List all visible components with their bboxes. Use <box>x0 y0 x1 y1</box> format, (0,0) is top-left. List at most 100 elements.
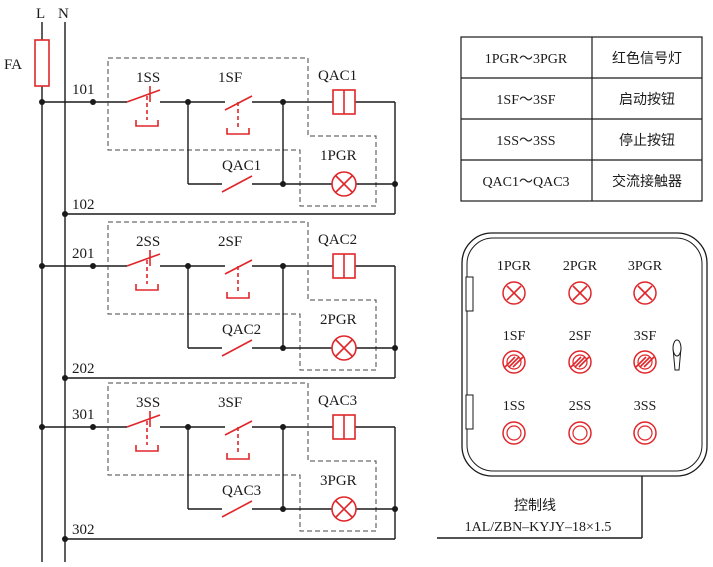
cable-spec: 1AL/ZBN–KYJY–18×1.5 <box>465 520 612 535</box>
start-button-label: 2SF <box>218 234 242 250</box>
contactor-label: QAC1 <box>318 68 357 84</box>
junction-dot <box>62 211 68 217</box>
stop-button-label: 3SS <box>136 395 160 411</box>
legend-code-lamps: 1PGR～3PGR <box>485 52 568 67</box>
stop-button-label: 1SS <box>136 70 160 86</box>
node-out-label: 102 <box>72 197 95 213</box>
junction-dot <box>39 99 45 105</box>
aux-contact-label: QAC3 <box>222 483 261 499</box>
panel-device-label: 1SS <box>503 399 526 414</box>
junction-dot <box>62 375 68 381</box>
panel-lamp-cross <box>637 285 653 301</box>
panel-device-label: 2SF <box>569 329 592 344</box>
junction-dot <box>39 424 45 430</box>
panel-lamp-cross <box>506 285 522 301</box>
panel-stop-button-inner <box>637 425 653 441</box>
node-in-label: 201 <box>72 246 95 262</box>
start-button-head <box>226 128 250 135</box>
panel-start-hatch <box>635 356 647 368</box>
panel-device-label: 1PGR <box>497 259 532 274</box>
panel-start-1: 1SF <box>502 329 526 374</box>
lamp-cross <box>335 339 353 357</box>
junction-dot <box>39 263 45 269</box>
stop-contact <box>126 89 161 103</box>
node-in-label: 101 <box>72 82 95 98</box>
device-enclosure <box>107 382 377 532</box>
panel-start-hatch <box>639 356 651 368</box>
aux-contact <box>221 175 253 193</box>
junction-dot <box>90 424 96 430</box>
device-enclosure <box>107 57 377 207</box>
neutral-bus-label: N <box>58 6 69 22</box>
fuse-symbol <box>34 39 50 87</box>
panel-start-3: 3SF <box>633 329 657 374</box>
panel-device-label: 2PGR <box>563 259 598 274</box>
panel-lamp-1: 1PGR <box>497 259 532 305</box>
panel-start-hatch <box>578 356 590 368</box>
panel-start-hatch <box>504 356 516 368</box>
node-in-label: 301 <box>72 407 95 423</box>
junction-dot <box>62 536 68 542</box>
start-button-head <box>226 453 250 460</box>
start-button-label: 1SF <box>218 70 242 86</box>
line-bus-label: L <box>36 6 45 22</box>
lamp-cross <box>335 175 353 193</box>
panel-stop-button-inner <box>572 425 588 441</box>
panel-start-hatch <box>512 356 524 368</box>
start-button-head <box>226 292 250 299</box>
panel-device-label: 3PGR <box>628 259 663 274</box>
device-enclosure <box>107 221 377 371</box>
panel-start-hatch <box>574 356 586 368</box>
panel-device-label: 3SS <box>634 399 657 414</box>
panel-handle-icon <box>672 339 682 371</box>
stop-contact <box>126 414 161 428</box>
legend-code-contactor: QAC1～QAC3 <box>482 175 569 190</box>
legend-desc-contactor: 交流接触器 <box>612 173 682 190</box>
panel-device-label: 1SF <box>503 329 526 344</box>
junction-dot <box>90 263 96 269</box>
legend-desc-start: 启动按钮 <box>619 92 675 108</box>
lamp-label: 3PGR <box>320 473 357 489</box>
contactor-label: QAC2 <box>318 232 357 248</box>
panel-hinge-bottom <box>465 394 474 430</box>
start-button-label: 3SF <box>218 395 242 411</box>
panel-start-hatch <box>643 356 655 368</box>
lamp-label: 1PGR <box>320 148 357 164</box>
junction-dot <box>90 99 96 105</box>
panel-lamp-3: 3PGR <box>628 259 663 305</box>
panel-stop-button-inner <box>506 425 522 441</box>
control-panel: 1PGR 2PGR 3PGR 1SF 2SF 3SF 1SS 2SS 3SS 控制线 1AL/Z… <box>437 232 708 539</box>
panel-hinge-top <box>465 276 474 312</box>
panel-stop-1: 1SS <box>502 399 526 445</box>
stop-button-head <box>135 120 159 127</box>
aux-contact-label: QAC2 <box>222 322 261 338</box>
panel-lamp-2: 2PGR <box>563 259 598 305</box>
legend-table: 1PGR～3PGR 红色信号灯 1SF～3SF 启动按钮 1SS～3SS 停止按… <box>460 36 703 202</box>
panel-stop-2: 2SS <box>568 399 592 445</box>
aux-contact <box>221 500 253 518</box>
lamp-label: 2PGR <box>320 312 357 328</box>
panel-stop-3: 3SS <box>633 399 657 445</box>
contactor-label: QAC3 <box>318 393 357 409</box>
aux-contact <box>221 339 253 357</box>
stop-button-head <box>135 284 159 291</box>
fuse-label: FA <box>4 57 22 73</box>
node-out-label: 302 <box>72 522 95 538</box>
legend-code-stop: 1SS～3SS <box>496 134 555 149</box>
legend-code-start: 1SF～3SF <box>496 93 555 108</box>
panel-device-label: 3SF <box>634 329 657 344</box>
panel-start-2: 2SF <box>568 329 592 374</box>
cable-title: 控制线 <box>514 498 556 514</box>
node-out-label: 202 <box>72 361 95 377</box>
stop-button-label: 2SS <box>136 234 160 250</box>
panel-start-hatch <box>508 356 520 368</box>
panel-lamp-cross <box>572 285 588 301</box>
legend-desc-stop: 停止按钮 <box>619 132 675 149</box>
stop-contact <box>126 253 161 267</box>
panel-device-label: 2SS <box>569 399 592 414</box>
stop-button-head <box>135 445 159 452</box>
